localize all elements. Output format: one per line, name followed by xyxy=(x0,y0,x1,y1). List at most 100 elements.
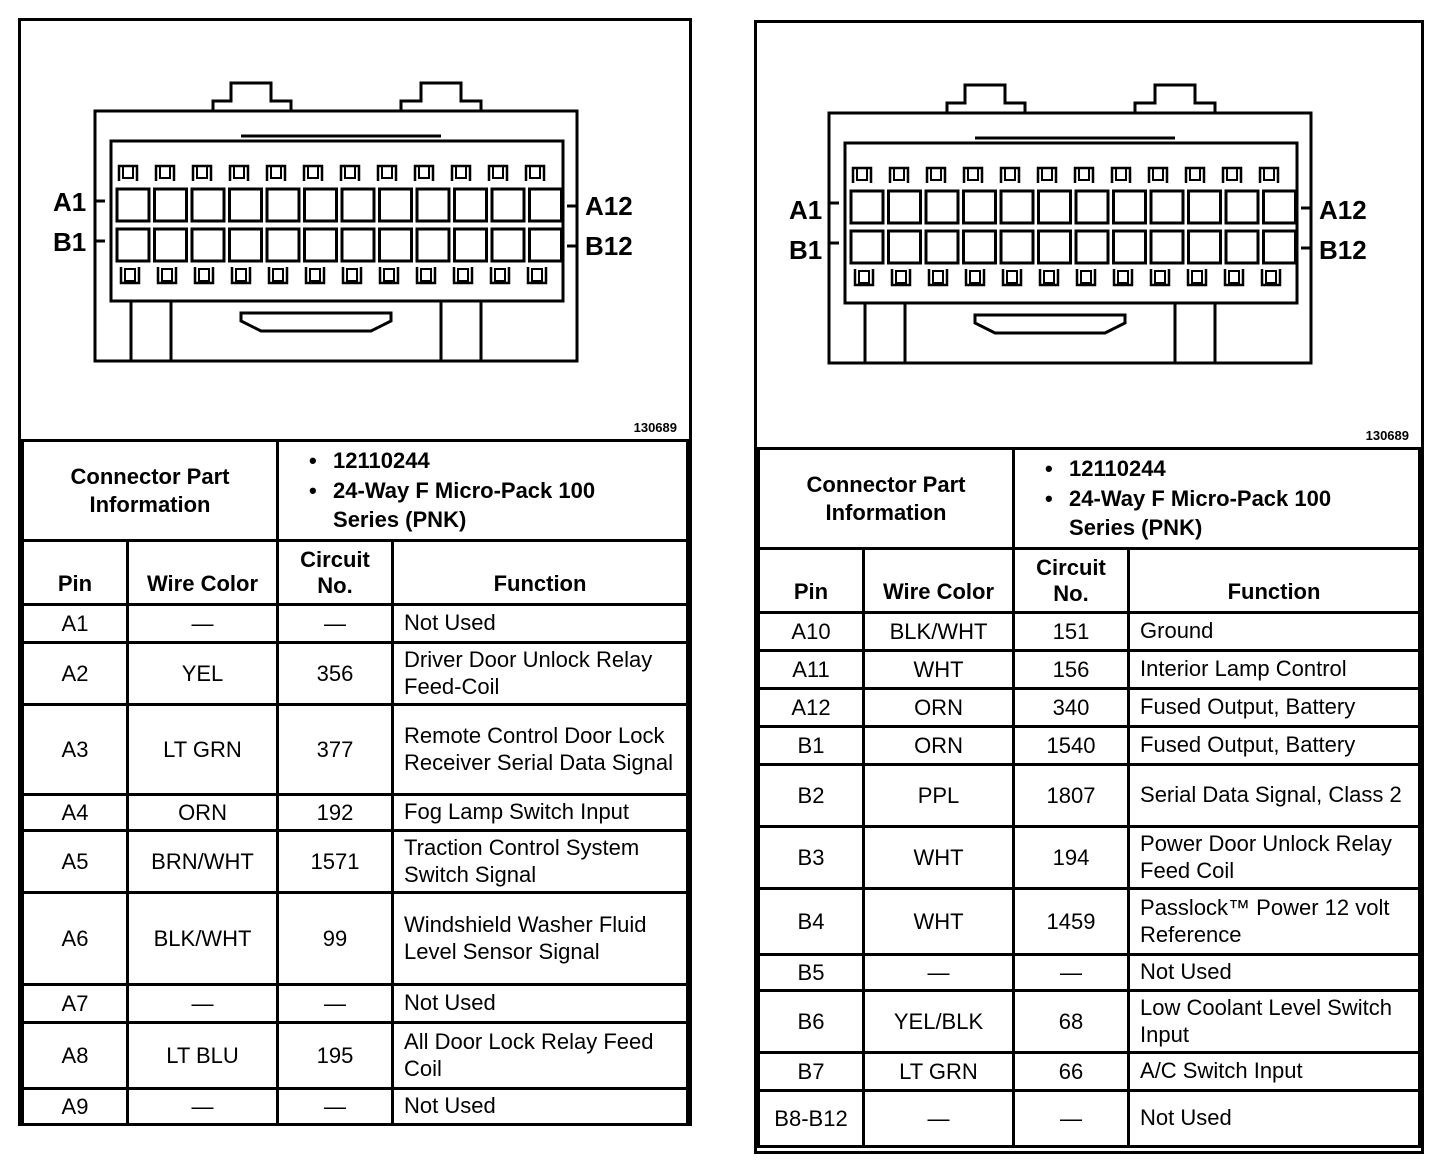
pin-label-b12-right: B12 xyxy=(1319,235,1367,265)
pin-cell: A2 xyxy=(21,641,129,706)
connector-info-table: Connector Part Information 12110244 24-W… xyxy=(20,439,689,1126)
wire-color-cell: BLK/WHT xyxy=(861,611,1016,652)
function-cell: Traction Control System Switch Signal xyxy=(391,829,689,894)
pin-cell: B2 xyxy=(757,763,865,828)
pin-label-a12: A12 xyxy=(585,191,633,221)
right-panel: A1 B1 A12 B12 130689 Connector Part Info… xyxy=(754,20,1424,1154)
wire-color-cell: ORN xyxy=(861,725,1016,766)
pin-label-b12: B12 xyxy=(585,231,633,261)
wire-color-cell: YEL/BLK xyxy=(861,989,1016,1054)
connector-description: 24-Way F Micro-Pack 100 Series (PNK) xyxy=(309,476,603,535)
circuit-cell: 192 xyxy=(276,793,395,832)
pin-cell: B4 xyxy=(757,887,865,956)
pin-cell: A11 xyxy=(757,649,865,690)
circuit-cell: 68 xyxy=(1012,989,1131,1054)
connector-info-label-right: Connector Part Information xyxy=(756,447,1016,550)
wire-color-cell: ORN xyxy=(125,793,280,832)
pin-cell: A5 xyxy=(21,829,129,894)
circuit-cell: 1459 xyxy=(1012,887,1131,956)
function-cell: Ground xyxy=(1127,611,1421,652)
circuit-cell: — xyxy=(276,983,395,1024)
circuit-cell: 156 xyxy=(1012,649,1131,690)
function-cell: Power Door Unlock Relay Feed Coil xyxy=(1127,825,1421,890)
wire-color-cell: — xyxy=(125,1087,280,1126)
circuit-cell: 66 xyxy=(1012,1051,1131,1092)
pin-cell: A9 xyxy=(21,1087,129,1126)
function-cell: Not Used xyxy=(391,983,689,1024)
wire-color-cell: — xyxy=(861,1089,1016,1148)
left-panel: A1 B1 A12 B12 130689 Connector Part Info… xyxy=(18,18,692,1126)
col-pin-right: Pin xyxy=(757,547,865,614)
table-row: A9——Not Used xyxy=(21,1087,689,1126)
pin-cell: B5 xyxy=(757,953,865,992)
circuit-cell: 377 xyxy=(276,703,395,796)
circuit-cell: 356 xyxy=(276,641,395,706)
connector-drawing xyxy=(93,81,579,363)
pin-cell: A8 xyxy=(21,1021,129,1090)
pin-label-a12-right: A12 xyxy=(1319,195,1367,225)
pin-cell: A6 xyxy=(21,891,129,986)
connector-info-details-right: 12110244 24-Way F Micro-Pack 100 Series … xyxy=(1012,447,1421,550)
function-cell: All Door Lock Relay Feed Coil xyxy=(391,1021,689,1090)
pin-cell: B3 xyxy=(757,825,865,890)
connector-diagram: A1 B1 A12 B12 130689 xyxy=(21,21,689,442)
pin-cell: A4 xyxy=(21,793,129,832)
connector-info-label: Connector Part Information xyxy=(20,439,280,542)
circuit-cell: 194 xyxy=(1012,825,1131,890)
col-wire-color: Wire Color xyxy=(125,539,280,606)
col-circuit-right: Circuit No. xyxy=(1012,547,1131,614)
col-circuit: Circuit No. xyxy=(276,539,395,606)
pin-cell: B8-B12 xyxy=(757,1089,865,1148)
function-cell: Not Used xyxy=(1127,1089,1421,1148)
pin-cell: A3 xyxy=(21,703,129,796)
wire-color-cell: WHT xyxy=(861,825,1016,890)
function-cell: Fog Lamp Switch Input xyxy=(391,793,689,832)
circuit-cell: 1807 xyxy=(1012,763,1131,828)
table-row: B8-B12——Not Used xyxy=(757,1089,1421,1148)
function-cell: Fused Output, Battery xyxy=(1127,725,1421,766)
wire-color-cell: LT BLU xyxy=(125,1021,280,1090)
function-cell: Driver Door Unlock Relay Feed-Coil xyxy=(391,641,689,706)
function-cell: A/C Switch Input xyxy=(1127,1051,1421,1092)
col-wire-color-right: Wire Color xyxy=(861,547,1016,614)
circuit-cell: 1540 xyxy=(1012,725,1131,766)
wire-color-cell: PPL xyxy=(861,763,1016,828)
circuit-cell: 195 xyxy=(276,1021,395,1090)
function-cell: Serial Data Signal, Class 2 xyxy=(1127,763,1421,828)
circuit-cell: 151 xyxy=(1012,611,1131,652)
pin-cell: B1 xyxy=(757,725,865,766)
wire-color-cell: BRN/WHT xyxy=(125,829,280,894)
table-row: B5——Not Used xyxy=(757,953,1421,992)
circuit-cell: — xyxy=(276,603,395,644)
table-row: A7——Not Used xyxy=(21,983,689,1024)
col-function: Function xyxy=(391,539,689,606)
circuit-cell: 1571 xyxy=(276,829,395,894)
function-cell: Remote Control Door Lock Receiver Serial… xyxy=(391,703,689,796)
circuit-cell: 340 xyxy=(1012,687,1131,728)
function-cell: Windshield Washer Fluid Level Sensor Sig… xyxy=(391,891,689,986)
function-cell: Fused Output, Battery xyxy=(1127,687,1421,728)
pin-label-b1-right: B1 xyxy=(789,235,823,265)
pin-cell: B6 xyxy=(757,989,865,1054)
function-cell: Not Used xyxy=(391,603,689,644)
figure-number: 130689 xyxy=(633,420,677,435)
col-function-right: Function xyxy=(1127,547,1421,614)
circuit-cell: — xyxy=(1012,1089,1131,1148)
wire-color-cell: WHT xyxy=(861,649,1016,690)
col-pin: Pin xyxy=(21,539,129,606)
function-cell: Not Used xyxy=(1127,953,1421,992)
